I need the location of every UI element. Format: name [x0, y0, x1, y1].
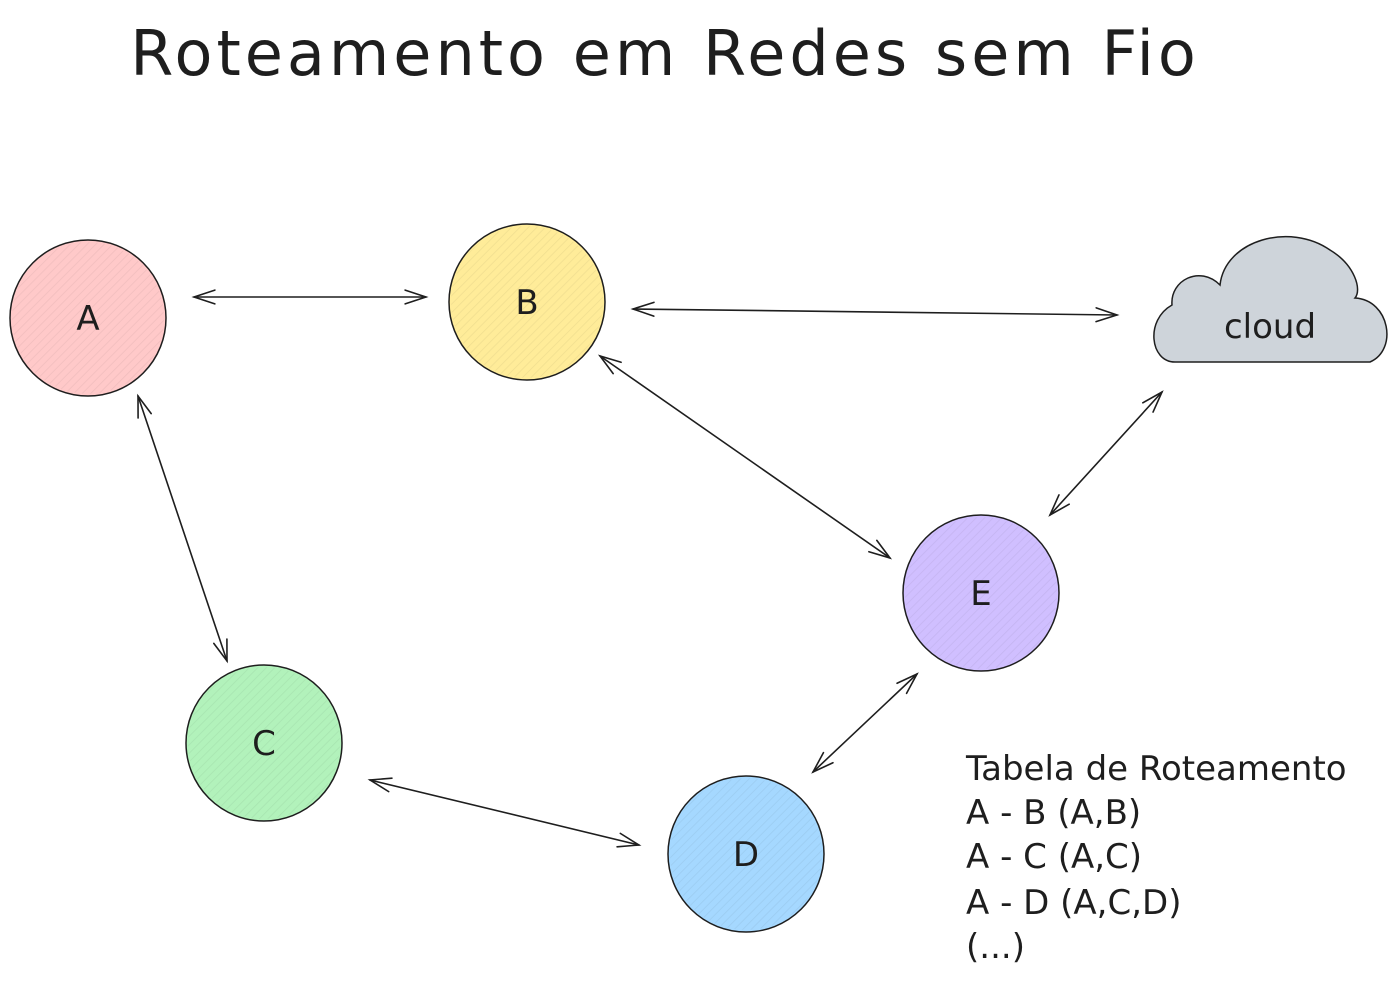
arrowhead-e-cloud-start [1048, 494, 1070, 517]
routing-table-row: (...) [966, 927, 1025, 967]
routing-table-row: A - B (A,B) [966, 793, 1141, 833]
edge-b-cloud [632, 308, 1118, 316]
diagram-title: Roteamento em Redes sem Fio [130, 17, 1200, 90]
node-e: E [902, 514, 1060, 672]
node-d-label: D [733, 835, 759, 875]
arrowhead-c-d-start [367, 777, 393, 793]
node-c-label: C [252, 724, 276, 764]
node-c-hatch [188, 667, 340, 819]
cloud-shape [1153, 235, 1388, 363]
node-d-hatch [670, 778, 822, 930]
arrowhead-b-cloud-end [1095, 307, 1120, 323]
routing-table-heading: Tabela de Roteamento [965, 749, 1347, 789]
arrowhead-c-d-end [616, 832, 642, 848]
arrowhead-e-cloud-end [1142, 390, 1164, 413]
edge-a-c [137, 395, 228, 662]
node-d: D [667, 775, 825, 933]
node-e-hatch [905, 517, 1057, 669]
node-b-hatch [451, 226, 603, 378]
routing-table-row: A - D (A,C,D) [966, 883, 1181, 923]
node-b: B [448, 223, 606, 381]
node-c: C [185, 664, 343, 822]
node-a: A [9, 239, 167, 397]
routing-table: Tabela de Roteamento A - B (A,B) A - C (… [965, 749, 1347, 967]
edge-c-d [369, 779, 640, 846]
arrowhead-d-e-start [811, 751, 834, 774]
cloud-label: cloud [1224, 307, 1316, 347]
arrowhead-b-e-end [868, 539, 893, 560]
edges-layer [137, 289, 1164, 848]
arrowhead-a-b-end [404, 289, 429, 305]
node-a-label: A [76, 299, 99, 339]
arrowhead-b-e-start [597, 354, 622, 375]
edge-d-e [812, 673, 918, 773]
node-a-hatch [12, 242, 164, 394]
arrowhead-a-c-start [137, 393, 153, 419]
node-b-label: B [515, 283, 538, 323]
routing-table-row: A - C (A,C) [966, 837, 1142, 877]
arrowhead-b-cloud-start [630, 301, 655, 317]
arrowhead-a-b-start [191, 289, 216, 305]
cloud-node: cloud [1153, 235, 1388, 363]
edge-b-e [599, 355, 891, 559]
arrowhead-a-c-end [212, 638, 228, 664]
edge-e-cloud [1049, 391, 1163, 516]
arrowhead-d-e-end [896, 672, 919, 695]
nodes-layer: A B C D E [9, 223, 1060, 933]
node-e-label: E [970, 574, 991, 614]
